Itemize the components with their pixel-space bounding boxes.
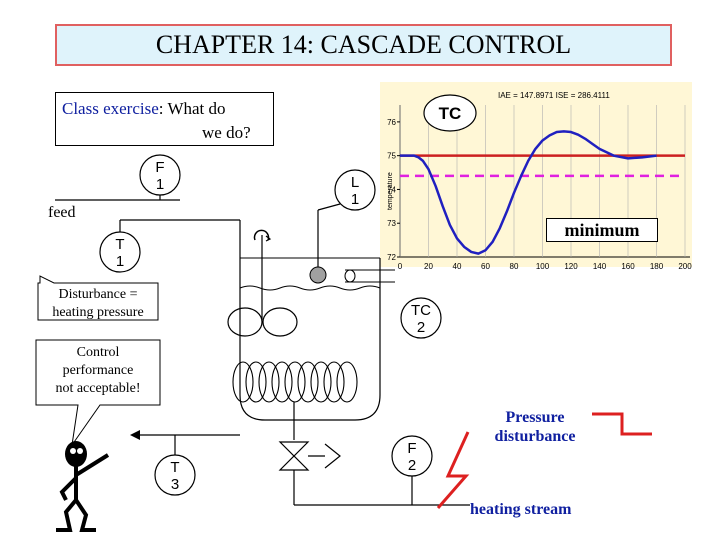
t3-label-2: 3 [171,476,179,493]
l1-label-2: 1 [351,191,359,208]
pressure-disturbance-line-2: disturbance [494,428,576,445]
t3-label-1: T [170,459,179,476]
chart-y-tick-label: 75 [387,152,396,161]
level-sensor-float [309,266,327,284]
chart-ticks: 0 20 40 60 80 100 120 140 160 180 200 72 73 74 75 76 [387,118,692,271]
chart-x-tick-label: 0 [398,262,403,271]
mixer-motor [253,229,270,241]
pressure-step-icon [592,412,652,436]
outlet-arrow [130,430,140,440]
stick-figure [56,441,110,532]
pressure-disturbance-line-1: Pressure [505,409,565,426]
f2-label-1: F [407,440,416,457]
chart-series-temperature [400,130,657,255]
temperature-chart: 0 20 40 60 80 100 120 140 160 180 200 72 73 74 75 76 te… [387,91,692,271]
chart-x-tick-label: 160 [621,262,635,271]
disturbance-callout [37,275,159,321]
liquid-surface [239,285,381,291]
tc2-label-2: 2 [417,319,425,336]
t1-label-2: 1 [116,253,124,270]
control-text-2: performance [63,363,134,378]
f1-label-2: 1 [156,176,164,193]
chart-marks [400,130,685,255]
tc2-controller-circle [400,297,442,339]
tank-bottom [239,394,381,421]
control-valve-top [278,441,310,457]
tc2-label-1: TC [411,302,431,319]
heating-coil [232,361,358,403]
disturbance-text-1: Disturbance = [58,287,137,302]
page-title-text: CHAPTER 14: CASCADE CONTROL [155,30,572,59]
feed-label: feed [48,204,76,221]
chart-x-tick-label: 20 [424,262,433,271]
pressure-disturbance-bolt-icon [436,431,470,509]
t3-controller-circle [154,454,196,496]
pressure-disturbance-label: Pressure disturbance [480,408,590,446]
chart-x-tick-label: 40 [453,262,462,271]
class-exercise-prefix: Class exercise [62,99,159,118]
chart-y-tick-label: 73 [387,219,396,228]
chart-ylabel: temperature [387,172,394,210]
chart-x-tick-label: 180 [650,262,664,271]
f2-label-2: 2 [408,457,416,474]
f1-label-1: F [155,159,164,176]
chart-x-tick-label: 60 [481,262,490,271]
impeller-right [262,307,298,337]
chart-x-tick-label: 120 [564,262,578,271]
chart-x-tick-label: 80 [510,262,519,271]
chart-y-tick-label: 74 [387,185,396,194]
disturbance-text-2: heating pressure [52,305,143,320]
control-text-1: Control [77,345,120,360]
class-exercise-box: Class exercise: What do we do? [55,92,274,146]
t1-label-1: T [115,236,124,253]
control-performance-bubble [35,339,161,446]
class-exercise-question-2: we do? [202,123,251,142]
chart-x-tick-label: 100 [536,262,550,271]
page-title: CHAPTER 14: CASCADE CONTROL [55,24,672,66]
chart-y-tick-label: 72 [387,253,396,262]
l1-controller-circle [334,169,376,211]
control-text-3: not acceptable! [55,381,140,396]
tc-controller-circle [423,94,477,132]
l1-label-1: L [351,174,359,191]
heating-stream-label: heating stream [470,501,572,518]
minimum-label: minimum [546,218,658,242]
chart-x-tick-label: 140 [593,262,607,271]
chart-header: IAE = 147.8971 ISE = 286.4111 [498,91,610,100]
chart-x-tick-label: 200 [678,262,692,271]
chart-y-tick-label: 76 [387,118,396,127]
tc-label: TC [439,104,462,123]
impeller-left [227,307,263,337]
control-valve-bottom [278,455,310,471]
class-exercise-question-1: : What do [158,99,226,118]
